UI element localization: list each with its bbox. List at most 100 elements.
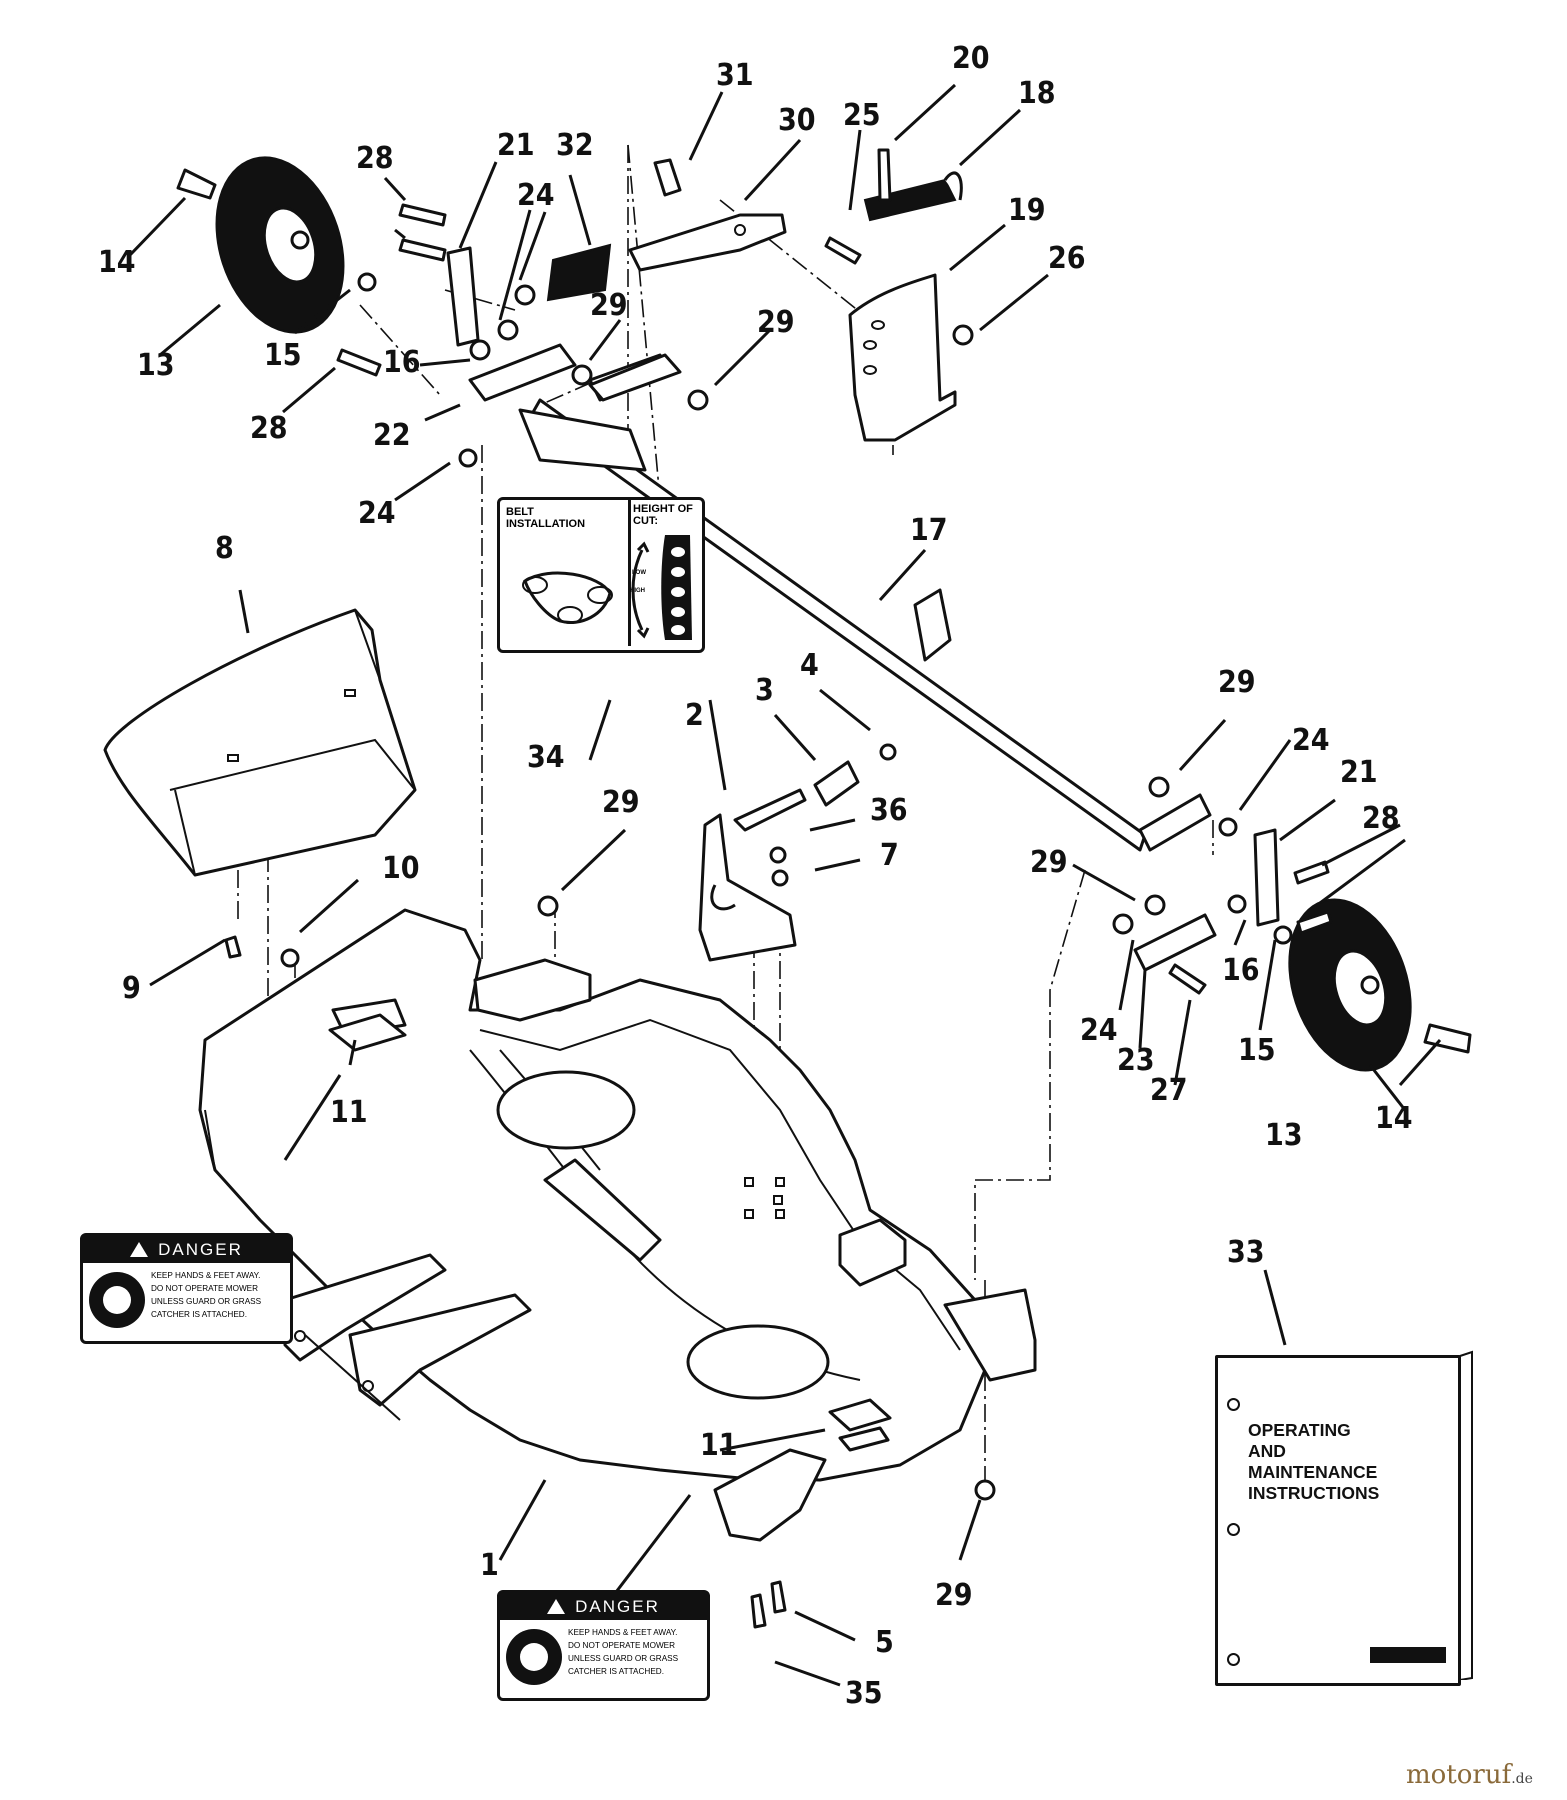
manual-title-line: INSTRUCTIONS <box>1248 1483 1380 1503</box>
binder-hole <box>1227 1398 1240 1411</box>
mower-deck <box>198 908 1037 1542</box>
callout-8: 8 <box>215 531 234 566</box>
low-label: LOW <box>632 570 646 576</box>
callout-5: 5 <box>875 1625 894 1660</box>
callout-31: 31 <box>716 58 754 93</box>
callout-24-right-top: 24 <box>1292 723 1330 758</box>
danger-line: UNLESS GUARD OR GRASS <box>568 1654 679 1663</box>
operating-manual: OPERATING AND MAINTENANCE INSTRUCTIONS <box>1215 1355 1461 1686</box>
callout-15-right: 15 <box>1238 1033 1276 1068</box>
callout-19: 19 <box>1008 193 1046 228</box>
arm-plates-right <box>1133 793 1280 972</box>
danger-line: UNLESS GUARD OR GRASS <box>151 1297 262 1306</box>
callout-20: 20 <box>952 41 990 76</box>
danger-line: KEEP HANDS & FEET AWAY. <box>151 1271 261 1280</box>
watermark: motoruf.de <box>1406 1760 1533 1790</box>
callout-9: 9 <box>122 971 141 1006</box>
hardware <box>176 148 1472 1629</box>
belt-diagram-icon <box>522 571 613 624</box>
callout-24-right-bottom: 24 <box>1080 1013 1118 1048</box>
pin-and-sleeve <box>733 760 860 832</box>
height-bracket <box>698 813 797 962</box>
manual-title-line: AND <box>1248 1441 1286 1461</box>
callout-29-bottom: 29 <box>935 1578 973 1613</box>
hand-hazard-icon <box>89 1272 145 1328</box>
height-scale-icon <box>631 535 692 640</box>
watermark-brand: motoruf <box>1406 1760 1512 1790</box>
high-label: HIGH <box>630 588 645 594</box>
danger-header: DANGER <box>83 1236 290 1263</box>
callout-28-left-bottom: 28 <box>250 411 288 446</box>
danger-header: DANGER <box>500 1593 707 1620</box>
danger-label-left: DANGER KEEP HANDS & FEET AWAY. DO NOT OP… <box>80 1233 293 1344</box>
adjust-bracket <box>848 273 957 442</box>
callout-24-left-bottom: 24 <box>358 496 396 531</box>
callout-29-left-mid: 29 <box>590 288 628 323</box>
callout-11-top: 11 <box>330 1095 368 1130</box>
callout-22: 22 <box>373 418 411 453</box>
callout-29-center: 29 <box>602 785 640 820</box>
danger-line: DO NOT OPERATE MOWER <box>151 1284 259 1293</box>
warning-triangle-icon <box>130 1242 149 1257</box>
danger-line: CATCHER IS ATTACHED. <box>568 1667 664 1676</box>
callout-24-left-top: 24 <box>517 178 555 213</box>
callout-34: 34 <box>527 740 565 775</box>
callout-25: 25 <box>843 98 881 133</box>
callout-28-right: 28 <box>1362 801 1400 836</box>
hand-hazard-icon <box>506 1629 562 1685</box>
binder-hole <box>1227 1653 1240 1666</box>
callout-14-right: 14 <box>1375 1101 1413 1136</box>
belt-height-decal: BELT INSTALLATION HEIGHT OF CUT: LOW HIG… <box>497 497 705 653</box>
callout-11-bottom: 11 <box>700 1428 738 1463</box>
callout-numbers: 14 13 15 28 16 28 21 24 32 29 31 30 25 2… <box>98 41 1413 1711</box>
danger-text: KEEP HANDS & FEET AWAY. DO NOT OPERATE M… <box>568 1626 703 1678</box>
height-of-cut-title: HEIGHT OF CUT: <box>633 503 693 527</box>
arm-plates-left <box>446 246 682 402</box>
danger-text: KEEP HANDS & FEET AWAY. DO NOT OPERATE M… <box>151 1269 286 1321</box>
callout-14-left: 14 <box>98 245 136 280</box>
callout-35: 35 <box>845 1676 883 1711</box>
warning-triangle-icon <box>547 1599 566 1614</box>
callout-21-left: 21 <box>497 128 535 163</box>
manual-title-line: OPERATING <box>1248 1420 1351 1440</box>
callout-13-left: 13 <box>137 348 175 383</box>
brand-logo <box>1370 1647 1446 1663</box>
callout-18: 18 <box>1018 76 1056 111</box>
callout-2: 2 <box>685 698 704 733</box>
callout-36: 36 <box>870 793 908 828</box>
callout-33: 33 <box>1227 1235 1265 1270</box>
danger-header-text: DANGER <box>575 1596 660 1616</box>
chute-deflector <box>103 608 417 877</box>
callout-10: 10 <box>382 851 420 886</box>
adjust-handle <box>628 213 787 272</box>
callout-13-right: 13 <box>1265 1118 1303 1153</box>
callout-29-right-top: 29 <box>1218 665 1256 700</box>
danger-header-text: DANGER <box>158 1239 243 1259</box>
danger-line: CATCHER IS ATTACHED. <box>151 1310 247 1319</box>
danger-line: KEEP HANDS & FEET AWAY. <box>568 1628 678 1637</box>
wheel-left <box>215 156 345 334</box>
manual-page-edges <box>1459 1350 1473 1680</box>
bracket-clip <box>863 171 963 222</box>
knob-pad <box>546 243 612 302</box>
danger-line: DO NOT OPERATE MOWER <box>568 1641 676 1650</box>
callout-7: 7 <box>880 838 899 873</box>
callout-21-right: 21 <box>1340 755 1378 790</box>
callout-1: 1 <box>480 1548 499 1583</box>
leader-arrows <box>128 83 1442 1687</box>
callout-16-left: 16 <box>383 345 421 380</box>
manual-title-line: MAINTENANCE <box>1248 1462 1378 1482</box>
callout-15-left: 15 <box>264 338 302 373</box>
callout-23: 23 <box>1117 1043 1155 1078</box>
binder-hole <box>1227 1523 1240 1536</box>
callout-29-left-right: 29 <box>757 305 795 340</box>
spring <box>653 158 682 197</box>
wheel-right <box>1288 898 1412 1072</box>
callout-26: 26 <box>1048 241 1086 276</box>
callout-4: 4 <box>800 648 819 683</box>
callout-28-left-top: 28 <box>356 141 394 176</box>
watermark-tld: .de <box>1511 1771 1533 1787</box>
callout-29-right-mid: 29 <box>1030 845 1068 880</box>
callout-16-right: 16 <box>1222 953 1260 988</box>
